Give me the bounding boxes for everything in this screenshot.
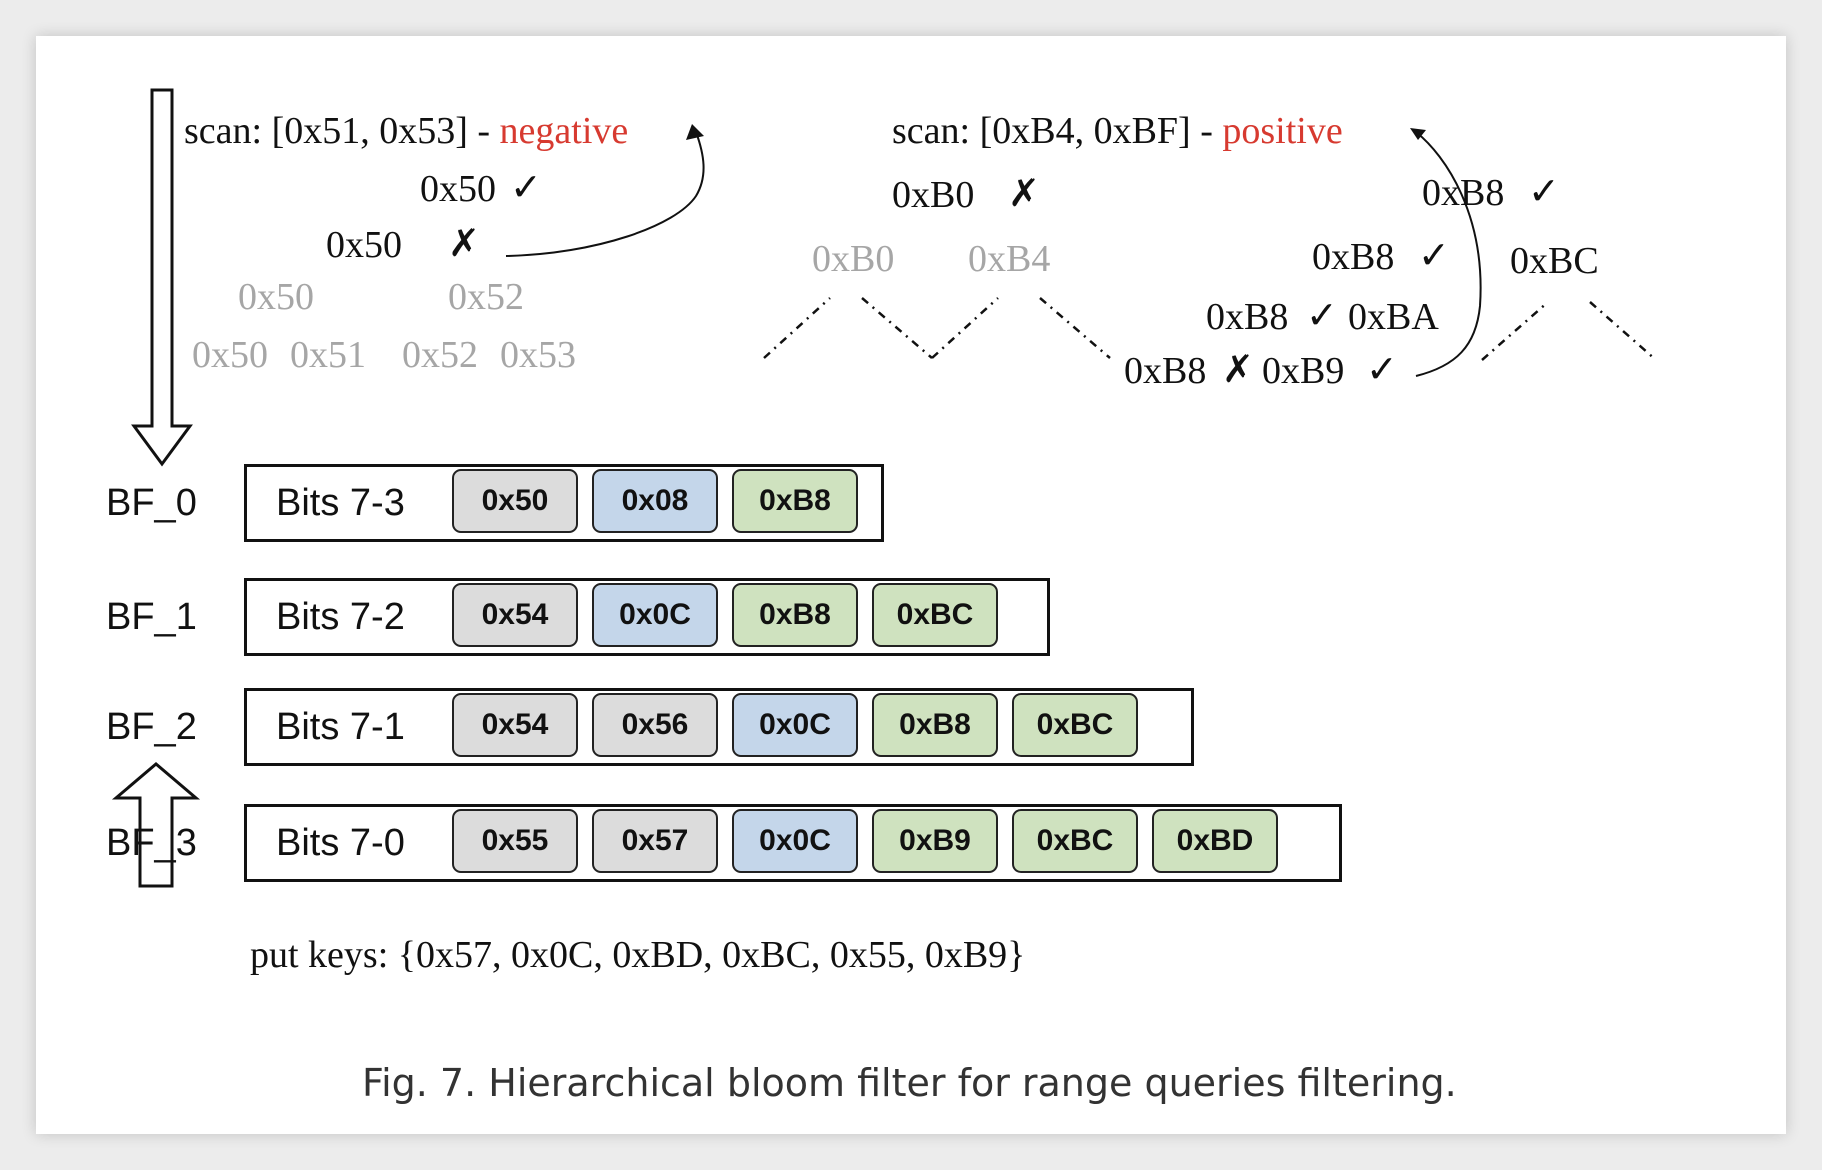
cross-mark: ✗ bbox=[448, 221, 480, 265]
negative-level3-key: 0x51 bbox=[290, 334, 366, 376]
bloom-filter-key-chip: 0x50 bbox=[452, 469, 578, 533]
bloom-filter-key-chip: 0xBC bbox=[872, 583, 998, 647]
bloom-filter-key-chip: 0xBD bbox=[1152, 809, 1278, 873]
check-mark: ✓ bbox=[1528, 169, 1560, 213]
positive-left-child-key: 0xB4 bbox=[968, 238, 1051, 280]
negative-return-arrow bbox=[505, 131, 705, 257]
positive-right-level3-key: 0xB9 bbox=[1262, 350, 1345, 392]
bloom-filter-name: BF_1 bbox=[106, 596, 197, 638]
bloom-filter-bits-label: Bits 7-3 bbox=[276, 482, 405, 524]
bloom-filter-key-chip: 0x0C bbox=[592, 583, 718, 647]
bloom-filter-key-chip: 0xB8 bbox=[732, 469, 858, 533]
positive-right-level2-key: 0xBA bbox=[1348, 296, 1439, 338]
bloom-filter-key-chip: 0x0C bbox=[732, 693, 858, 757]
positive-right-level2-key: 0xB8 bbox=[1206, 296, 1289, 338]
tree-edge bbox=[1039, 297, 1111, 359]
check-mark: ✓ bbox=[510, 165, 542, 209]
scan-negative-result: negative bbox=[499, 110, 629, 152]
scan-negative-prefix: scan: [0x51, 0x53] - bbox=[184, 110, 500, 152]
check-mark: ✓ bbox=[1306, 293, 1338, 337]
bloom-filter-key-chip: 0xB8 bbox=[872, 693, 998, 757]
check-mark: ✓ bbox=[1418, 233, 1450, 277]
bloom-filter-key-chip: 0x54 bbox=[452, 693, 578, 757]
tree-edge bbox=[1481, 301, 1549, 361]
bloom-filter-key-chip: 0x0C bbox=[732, 809, 858, 873]
positive-arrowhead bbox=[1410, 128, 1426, 140]
positive-right-level1-key: 0xB8 bbox=[1312, 236, 1395, 278]
bloom-filter-name: BF_2 bbox=[106, 706, 197, 748]
bloom-filter-bits-label: Bits 7-0 bbox=[276, 822, 405, 864]
put-keys-label: put keys: {0x57, 0x0C, 0xBD, 0xBC, 0x55,… bbox=[250, 934, 1026, 976]
scan-positive-result: positive bbox=[1222, 110, 1343, 152]
negative-level2-key: 0x52 bbox=[448, 276, 524, 318]
tree-edge bbox=[1589, 301, 1657, 361]
bloom-filter-name: BF_0 bbox=[106, 482, 197, 524]
bloom-filter-bits-label: Bits 7-2 bbox=[276, 596, 405, 638]
tree-edge bbox=[931, 297, 999, 359]
insert-up-arrow bbox=[111, 762, 201, 888]
bloom-filter-name: BF_3 bbox=[106, 822, 197, 864]
positive-left-top-key: 0xB0 bbox=[892, 174, 975, 216]
query-down-arrow bbox=[131, 88, 193, 467]
positive-return-arrow bbox=[1415, 131, 1482, 377]
tree-edge bbox=[861, 297, 933, 359]
bloom-filter-key-chip: 0xBC bbox=[1012, 809, 1138, 873]
tree-edge bbox=[763, 297, 831, 359]
negative-level2-key: 0x50 bbox=[238, 276, 314, 318]
negative-level3-key: 0x52 bbox=[402, 334, 478, 376]
bloom-filter-key-chip: 0xB8 bbox=[732, 583, 858, 647]
scan-positive-prefix: scan: [0xB4, 0xBF] - bbox=[892, 110, 1223, 152]
scan-negative-title: scan: [0x51, 0x53] - negative bbox=[184, 112, 628, 150]
figure-card: scan: [0x51, 0x53] - negative 0x50 ✓ 0x5… bbox=[36, 36, 1786, 1134]
cross-mark: ✗ bbox=[1008, 171, 1040, 215]
positive-right-level3-key: 0xB8 bbox=[1124, 350, 1207, 392]
positive-left-child-key: 0xB0 bbox=[812, 238, 895, 280]
bloom-filter-key-chip: 0x56 bbox=[592, 693, 718, 757]
positive-right-level1-key: 0xBC bbox=[1510, 240, 1599, 282]
cross-mark: ✗ bbox=[1222, 347, 1254, 391]
negative-level3-key: 0x50 bbox=[192, 334, 268, 376]
diagram-graphics bbox=[111, 88, 1657, 888]
bloom-filter-key-chip: 0x57 bbox=[592, 809, 718, 873]
negative-level3-key: 0x53 bbox=[500, 334, 576, 376]
bloom-filter-key-chip: 0xBC bbox=[1012, 693, 1138, 757]
bloom-filter-key-chip: 0x55 bbox=[452, 809, 578, 873]
bloom-filter-key-chip: 0x54 bbox=[452, 583, 578, 647]
positive-right-top-key: 0xB8 bbox=[1422, 172, 1505, 214]
negative-level1-key: 0x50 bbox=[326, 224, 402, 266]
bloom-filter-key-chip: 0x08 bbox=[592, 469, 718, 533]
bloom-filter-key-chip: 0xB9 bbox=[872, 809, 998, 873]
bloom-filter-bits-label: Bits 7-1 bbox=[276, 706, 405, 748]
scan-positive-title: scan: [0xB4, 0xBF] - positive bbox=[892, 112, 1343, 150]
negative-arrowhead bbox=[686, 124, 704, 140]
figure-caption: Fig. 7. Hierarchical bloom filter for ra… bbox=[362, 1061, 1457, 1105]
check-mark: ✓ bbox=[1366, 347, 1398, 391]
negative-level0-key: 0x50 bbox=[420, 168, 496, 210]
